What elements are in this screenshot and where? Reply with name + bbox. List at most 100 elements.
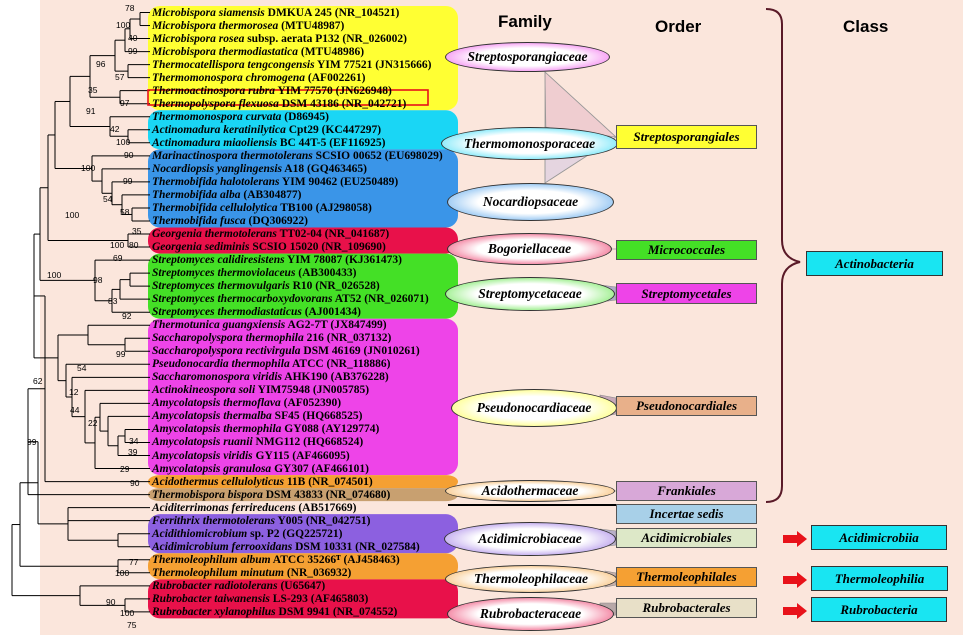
- strain-accession: SCSIO 00652 (EU698029): [312, 149, 443, 162]
- strain-accession: YIM75948 (JN005785): [255, 384, 370, 397]
- taxon-label: Saccharopolyspora rectivirgula DSM 46169…: [152, 344, 420, 358]
- taxon-label: Rubrobacter xylanophilus DSM 9941 (NR_07…: [152, 605, 397, 619]
- species-name: Streptomyces thermoviolaceus: [152, 267, 296, 280]
- taxon-label: Thermobifida halotolerans YIM 90462 (EU2…: [152, 175, 398, 189]
- strain-accession: AHK190 (AB376228): [282, 371, 389, 384]
- taxon-label: Thermotunica guangxiensis AG2-7T (JX8474…: [152, 318, 387, 332]
- taxon-label: Thermoleophilum album ATCC 35266ᵀ (AJ458…: [152, 553, 400, 567]
- strain-accession: (AB300433): [295, 267, 357, 280]
- taxon-label: Actinomadura miaoliensis BC 44T-5 (EF116…: [152, 136, 385, 150]
- strain-accession: DMKUA 245 (NR_104521): [264, 6, 400, 19]
- family-ellipse: Thermomonosporaceae: [441, 127, 618, 160]
- species-name: Rubrobacter xylanophilus: [152, 605, 276, 618]
- strain-accession: (AJ001434): [301, 306, 361, 319]
- bootstrap-value: 39: [128, 447, 138, 457]
- arrow-right-icon: [783, 603, 807, 619]
- header-order: Order: [655, 17, 702, 36]
- species-name: Nocardiopsis yanglingensis: [152, 162, 283, 175]
- bootstrap-value: 62: [33, 376, 43, 386]
- taxon-label: Thermoleophilum minutum (NR_036932): [152, 566, 351, 580]
- header-class: Class: [843, 17, 889, 36]
- order-box: Frankiales: [616, 481, 757, 501]
- strain-accession: (AF052390): [280, 397, 342, 410]
- taxon-label: Microbispora thermorosea (MTU48987): [152, 19, 344, 33]
- taxon-label: Thermomonospora curvata (D86945): [152, 110, 329, 124]
- taxon-label: Rubrobacter taiwanensis LS-293 (AF465803…: [152, 592, 368, 606]
- strain-accession: AT52 (NR_026071): [332, 293, 429, 306]
- taxon-label: Streptomyces thermovulgaris R10 (NR_0265…: [152, 279, 380, 293]
- taxon-label: Thermobifida fusca (DQ306922): [152, 214, 308, 228]
- strain-accession: AG2-7T (JX847499): [285, 319, 387, 332]
- taxon-label: Amycolatopsis ruanii NMG112 (HQ668524): [152, 435, 363, 449]
- species-name: Acidithiomicrobium: [152, 527, 248, 540]
- species-name: Rubrobacter taiwanensis: [152, 592, 270, 605]
- bootstrap-value: 90: [130, 478, 140, 488]
- bootstrap-value: 42: [110, 124, 120, 134]
- species-name: Actinokineospora soli: [152, 384, 256, 397]
- bootstrap-value: 100: [116, 137, 131, 147]
- species-name: Amycolatopsis granulosa: [152, 462, 272, 475]
- class-box: Thermoleophilia: [811, 566, 948, 591]
- strain-accession: BC 44T-5 (EF116925): [276, 136, 386, 149]
- strain-accession: subsp. aerata P132 (NR_026002): [244, 32, 407, 45]
- taxon-label: Streptomyces thermoviolaceus (AB300433): [152, 266, 356, 280]
- bootstrap-value: 78: [125, 3, 135, 13]
- strain-accession: (U65647): [277, 579, 326, 592]
- taxon-label: Pseudonocardia thermophila ATCC (NR_1188…: [152, 357, 390, 371]
- bootstrap-value: 54: [103, 194, 113, 204]
- bootstrap-value: 35: [88, 85, 98, 95]
- taxon-label: Thermomonospora chromogena (AF002261): [152, 71, 365, 85]
- bootstrap-value: 100: [116, 20, 131, 30]
- bootstrap-value: 54: [77, 363, 87, 373]
- strain-accession: GY307 (AF466101): [271, 462, 369, 475]
- species-name: Thermopolyspora flexuosa: [152, 97, 279, 110]
- bootstrap-value: 100: [110, 240, 125, 250]
- family-band: [148, 253, 458, 319]
- taxon-label: Acidothermus cellulolyticus 11B (NR_0745…: [152, 475, 373, 489]
- bootstrap-value: 99: [116, 349, 126, 359]
- strain-accession: YIM 90462 (EU250489): [279, 175, 399, 188]
- family-band: [148, 318, 458, 476]
- strain-accession: (AB517669): [295, 501, 357, 514]
- strain-accession: (NR_036932): [283, 566, 352, 579]
- family-band: [148, 553, 458, 580]
- bootstrap-value: 91: [86, 106, 96, 116]
- taxon-label: Acidimicrobium ferrooxidans DSM 10331 (N…: [152, 540, 420, 554]
- taxon-label: Amycolatopsis granulosa GY307 (AF466101): [152, 462, 369, 476]
- strain-accession: ATCC (NR_118886): [289, 358, 391, 371]
- species-name: Saccharomonospora viridis: [152, 371, 283, 384]
- strain-accession: YIM 78087 (KJ361473): [284, 254, 402, 267]
- species-name: Saccharopolyspora thermophila: [152, 332, 304, 345]
- taxon-label: Amycolatopsis viridis GY115 (AF466095): [152, 449, 350, 463]
- family-band: [148, 110, 458, 150]
- taxon-label: Streptomyces thermodiastaticus (AJ001434…: [152, 305, 361, 319]
- family-ellipse: Acidimicrobiaceae: [444, 522, 616, 556]
- bootstrap-value: 99: [128, 46, 138, 56]
- species-name: Streptomyces thermodiastaticus: [152, 306, 302, 319]
- family-ellipse: Pseudonocardiaceae: [451, 389, 617, 427]
- bootstrap-value: 12: [69, 387, 79, 397]
- taxon-label: Actinomadura keratinilytica Cpt29 (KC447…: [152, 123, 381, 137]
- species-name: Microbispora thermorosea: [152, 19, 279, 32]
- species-name: Georgenia thermotolerans: [152, 228, 277, 240]
- family-band: [148, 579, 458, 619]
- strain-accession: DSM 43833 (NR_074680): [262, 488, 391, 501]
- species-name: Amycolatopsis thermophila: [152, 423, 282, 436]
- class-brace: [765, 8, 801, 503]
- bootstrap-value: 92: [122, 311, 132, 321]
- bootstrap-value: 29: [120, 464, 130, 474]
- species-name: Thermobifida fusca: [152, 214, 246, 227]
- strain-accession: DSM 9941 (NR_074552): [275, 605, 398, 618]
- bootstrap-value: 40: [128, 33, 138, 43]
- taxon-label: Streptomyces thermocarboxydovorans AT52 …: [152, 292, 429, 306]
- taxon-label: Saccharopolyspora thermophila 216 (NR_03…: [152, 331, 391, 345]
- bootstrap-value: 100: [47, 270, 62, 280]
- strain-accession: sp. P2 (GQ225721): [247, 527, 343, 540]
- taxon-label: Amycolatopsis thermalba SF45 (HQ668525): [152, 409, 363, 423]
- strain-accession: DSM 46169 (JN010261): [300, 345, 420, 358]
- taxon-label: Thermoactinospora rubra YIM 77570 (JN626…: [152, 84, 392, 98]
- arrow-right-icon: [783, 531, 807, 547]
- bootstrap-value: 35: [132, 226, 142, 236]
- species-name: Amycolatopsis thermalba: [152, 410, 272, 423]
